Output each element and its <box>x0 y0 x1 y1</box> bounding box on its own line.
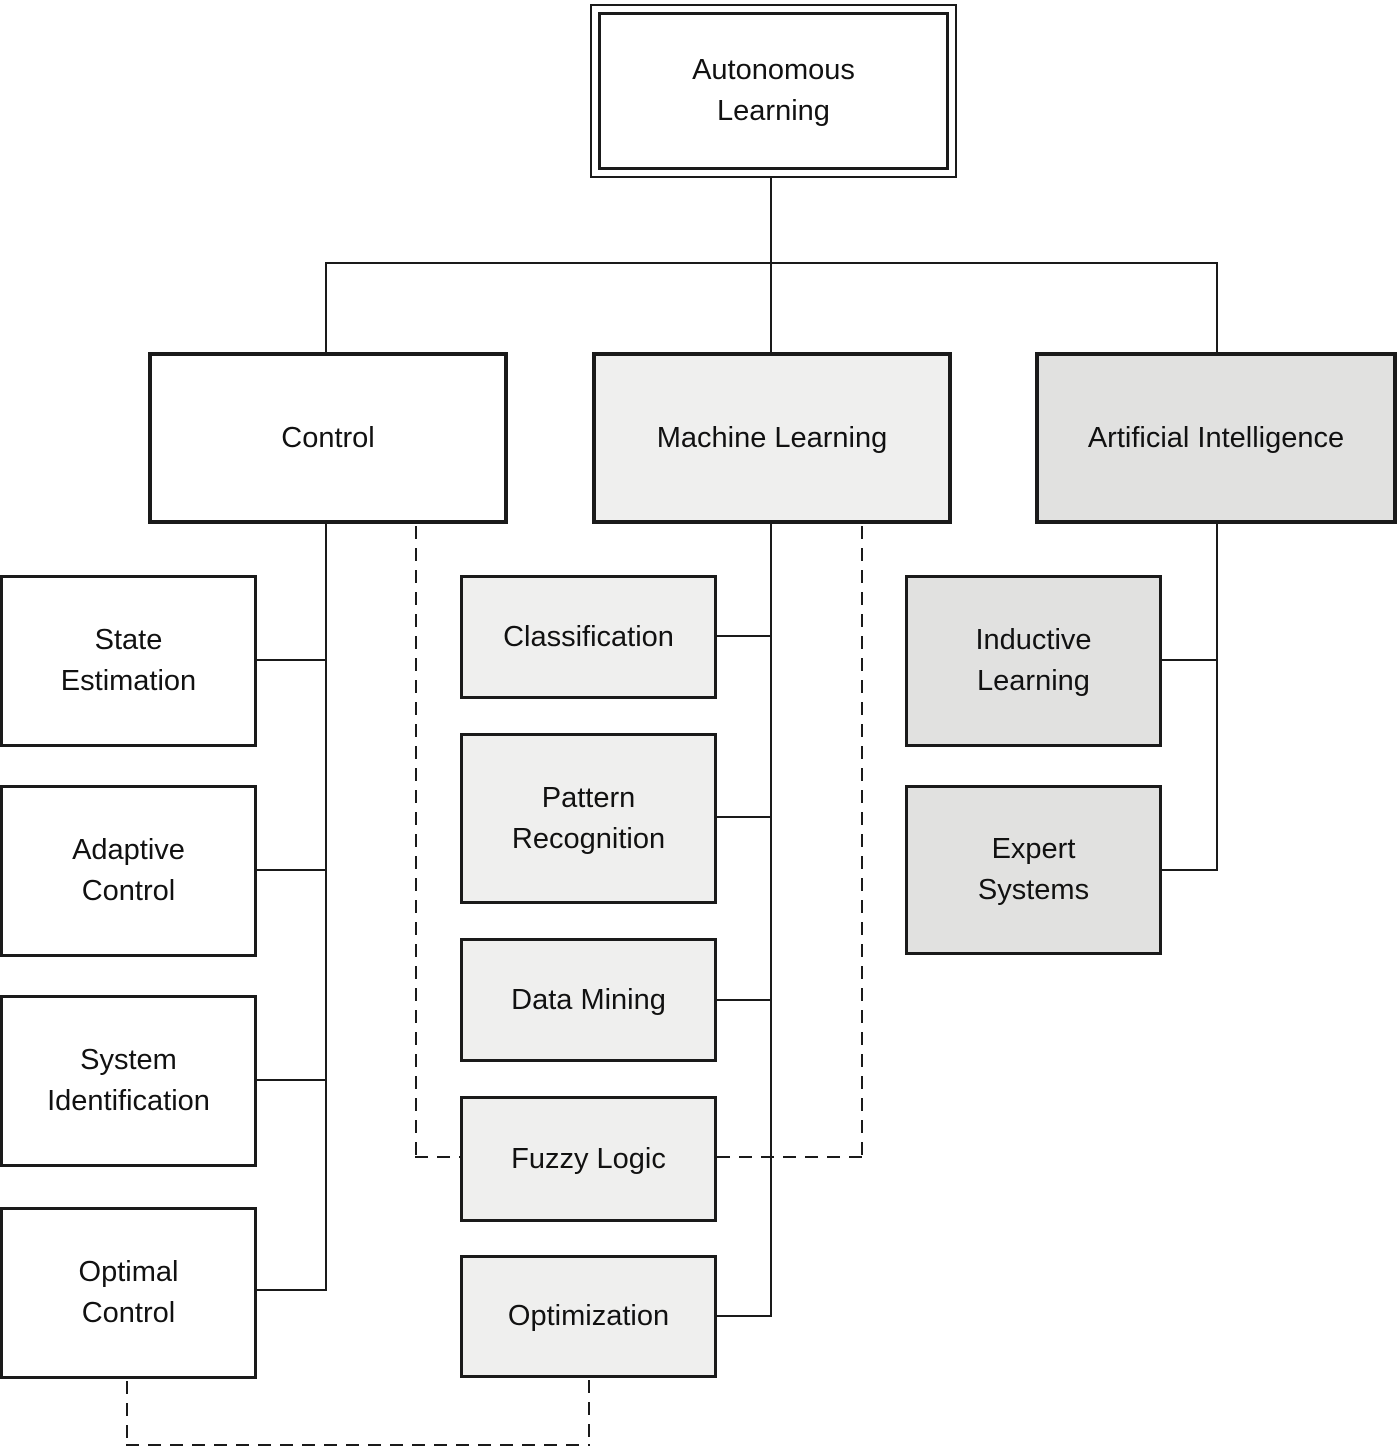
connector-optimal-control <box>257 1289 327 1291</box>
node-classification-label: Classification <box>503 620 674 653</box>
node-optimization: Optimization <box>460 1255 717 1378</box>
node-optimal-control: Optimal Control <box>0 1207 257 1379</box>
node-state-estimation-label: State Estimation <box>60 624 197 697</box>
connector-ai-trunk <box>1216 524 1218 871</box>
node-autonomous-learning-inner: Autonomous Learning <box>598 12 949 170</box>
node-fuzzy-logic: Fuzzy Logic <box>460 1096 717 1222</box>
node-artificial-intelligence: Artificial Intelligence <box>1035 352 1397 524</box>
connector-drop-machine-learning <box>770 262 772 352</box>
connector-drop-artificial-intelligence <box>1216 262 1218 352</box>
dashed-connector-fuzzy-logic-to-ml-horizontal <box>717 1156 863 1158</box>
connector-adaptive-control <box>257 869 327 871</box>
dashed-connector-control-to-fuzzy-logic-vertical <box>415 526 417 1157</box>
node-system-identification-label: System Identification <box>47 1044 210 1117</box>
node-control: Control <box>148 352 508 524</box>
connector-ml-trunk <box>770 524 772 1317</box>
node-autonomous-learning-label: Autonomous Learning <box>692 54 855 127</box>
node-pattern-recognition: Pattern Recognition <box>460 733 717 904</box>
node-data-mining: Data Mining <box>460 938 717 1062</box>
node-expert-systems: Expert Systems <box>905 785 1162 955</box>
node-inductive-learning: Inductive Learning <box>905 575 1162 747</box>
dashed-connector-optimal-control-drop <box>126 1381 128 1446</box>
node-classification: Classification <box>460 575 717 699</box>
connector-expert-systems <box>1162 869 1218 871</box>
node-expert-systems-label: Expert Systems <box>977 833 1090 906</box>
connector-system-identification <box>257 1079 327 1081</box>
node-autonomous-learning: Autonomous Learning <box>590 4 957 178</box>
node-state-estimation: State Estimation <box>0 575 257 747</box>
connector-classification <box>717 635 772 637</box>
connector-control-trunk <box>325 524 327 1291</box>
node-machine-learning-label: Machine Learning <box>656 421 888 454</box>
connector-optimization <box>717 1315 772 1317</box>
node-machine-learning: Machine Learning <box>592 352 952 524</box>
dashed-connector-ml-to-fuzzy-logic-vertical <box>861 526 863 1158</box>
node-system-identification: System Identification <box>0 995 257 1167</box>
node-adaptive-control: Adaptive Control <box>0 785 257 957</box>
connector-root-drop <box>770 178 772 263</box>
connector-data-mining <box>717 999 772 1001</box>
connector-state-estimation <box>257 659 327 661</box>
dashed-connector-optimal-control-to-optimization <box>126 1444 590 1446</box>
node-artificial-intelligence-label: Artificial Intelligence <box>1087 421 1345 454</box>
connector-drop-control <box>325 262 327 352</box>
node-fuzzy-logic-label: Fuzzy Logic <box>511 1142 666 1175</box>
connector-inductive-learning <box>1162 659 1218 661</box>
node-control-label: Control <box>281 421 375 454</box>
node-data-mining-label: Data Mining <box>511 983 666 1016</box>
dashed-connector-optimization-drop <box>588 1380 590 1445</box>
connector-pattern-recognition <box>717 816 772 818</box>
node-pattern-recognition-label: Pattern Recognition <box>511 781 666 855</box>
node-adaptive-control-label: Adaptive Control <box>72 834 185 907</box>
dashed-connector-control-to-fuzzy-logic-horizontal <box>415 1156 460 1158</box>
node-inductive-learning-label: Inductive Learning <box>975 624 1092 697</box>
node-optimization-label: Optimization <box>507 1300 670 1333</box>
node-optimal-control-label: Optimal Control <box>78 1256 179 1329</box>
